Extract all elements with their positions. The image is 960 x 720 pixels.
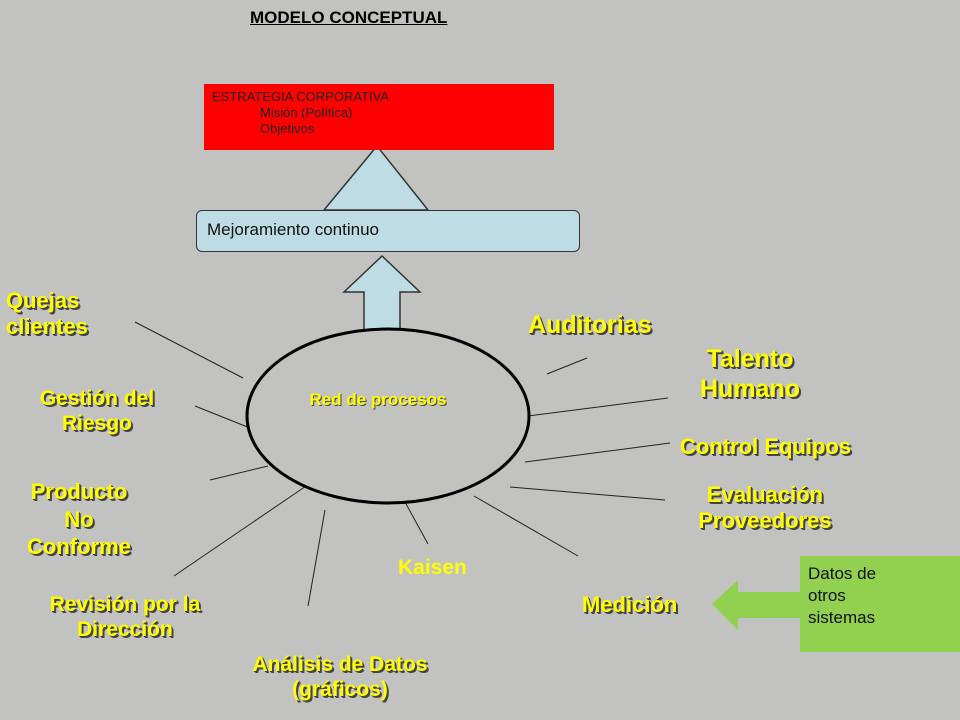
spoke-control [524,442,671,463]
data-input-arrow [712,580,800,630]
other-systems-box: Datos de otros sistemas [800,556,960,652]
spoke-producto [209,465,269,481]
node-gestion-riesgo: Gestión del Riesgo [12,386,182,436]
node-line: Proveedores [698,508,832,534]
process-network-ellipse [245,327,531,505]
node-line: Conforme [27,534,131,559]
node-line: (gráficos) [292,678,388,702]
up-arrow [342,254,422,339]
node-line: Evaluación [706,482,824,507]
spoke-quejas [134,321,244,379]
spoke-medicion [473,495,579,557]
node-line: Producto [30,479,128,504]
node-line: Riesgo [61,412,132,436]
node-line: No [64,506,94,532]
node-line: Talento [706,345,794,373]
node-line: Humano [700,375,800,403]
strategy-item-objetivos: Objetivos [260,121,315,136]
spoke-revision [173,481,313,577]
spoke-kaisen [404,501,429,545]
spoke-riesgo [194,405,251,429]
node-line: Revisión por la [49,593,201,616]
strategy-box: ESTRATEGIA CORPORATIVA Misión (Política)… [204,84,554,150]
node-analisis-datos: Análisis de Datos (gráficos) [220,652,460,702]
strategy-heading: ESTRATEGIA CORPORATIVA [212,89,389,104]
improvement-box: Mejoramiento continuo [196,210,580,252]
strategy-item-mision: Misión (Política) [260,105,353,120]
node-quejas-clientes: Quejas clientes [6,288,88,341]
page-title: MODELO CONCEPTUAL [250,8,448,27]
triangle-shape [322,144,430,211]
spokes [134,321,671,607]
node-evaluacion-proveedores: Evaluación Proveedores [680,482,850,535]
spoke-analisis [307,509,326,607]
spoke-evaluacion [509,486,666,501]
node-line: Análisis de Datos [252,653,428,676]
node-kaisen: Kaisen [398,556,467,579]
node-line: Quejas [6,288,80,313]
other-systems-line: sistemas [808,608,876,627]
spoke-auditorias [546,357,588,375]
node-producto-no-conforme: Producto No Conforme [4,478,154,561]
node-line: clientes [6,314,88,340]
node-auditorias: Auditorias [528,311,652,339]
node-control-equipos: Control Equipos [680,434,852,459]
node-talento-humano: Talento Humano [680,344,820,404]
node-line: Dirección [77,618,173,642]
node-line: Gestión del [39,387,155,410]
node-medicion: Medición [582,592,678,617]
node-revision-direccion: Revisión por la Dirección [20,592,230,642]
other-systems-line: Datos de [808,564,877,583]
center-label: Red de procesos [309,390,447,409]
spoke-talento [527,397,669,417]
other-systems-line: otros [808,586,846,605]
